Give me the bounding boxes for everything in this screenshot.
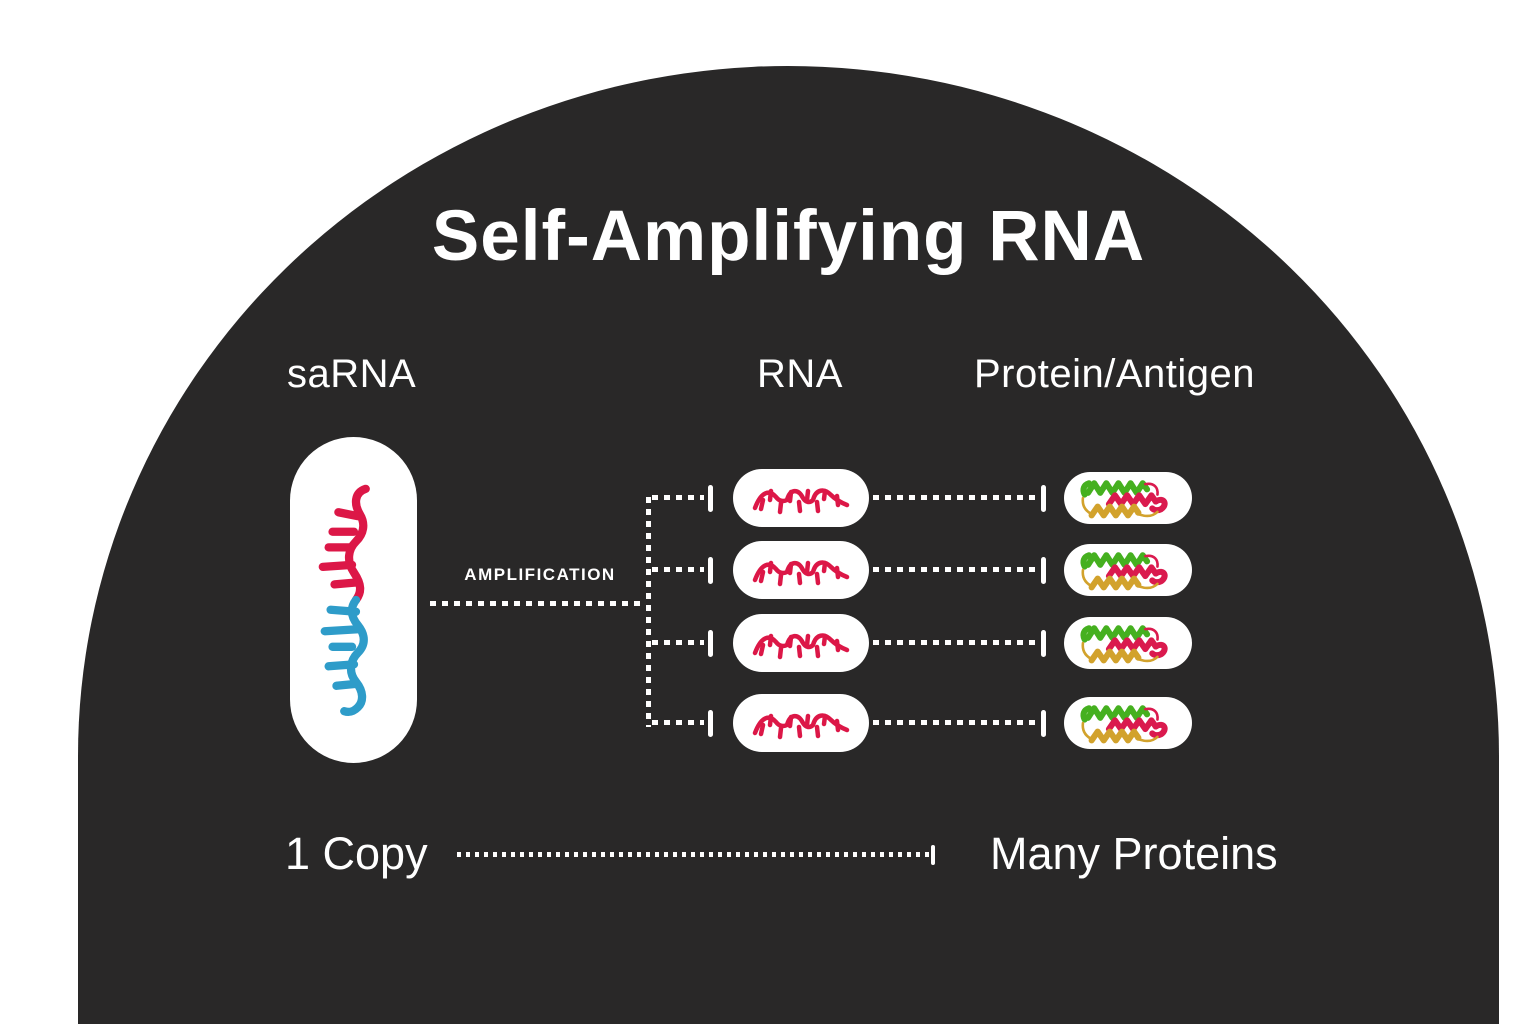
- protein-helix-icon: [1076, 475, 1180, 521]
- column-label-protein: Protein/Antigen: [974, 352, 1256, 396]
- sarna-capsule: [290, 437, 417, 763]
- blunt-end-connector-icon: [1041, 710, 1046, 737]
- amplified-rna-row: [652, 469, 1197, 527]
- amplified-rna-row: [652, 541, 1197, 599]
- blunt-end-connector-icon: [708, 557, 713, 584]
- rna-capsule: [733, 694, 869, 752]
- rna-capsule: [733, 614, 869, 672]
- amplified-rna-row: [652, 614, 1197, 672]
- translation-dotted-line: [873, 640, 1037, 645]
- protein-capsule: [1064, 617, 1192, 669]
- column-label-rna: RNA: [757, 352, 843, 396]
- branch-dotted-line: [652, 495, 704, 500]
- blunt-end-connector-icon: [708, 485, 713, 512]
- branch-dotted-line: [652, 720, 704, 725]
- footer-one-copy-label: 1 Copy: [285, 828, 428, 879]
- translation-dotted-line: [873, 720, 1037, 725]
- translation-dotted-line: [873, 567, 1037, 572]
- sarna-strand-icon: [315, 481, 393, 719]
- mrna-strand-icon: [751, 478, 851, 518]
- branch-trunk-line: [646, 497, 651, 727]
- mrna-strand-icon: [751, 550, 851, 590]
- translation-dotted-line: [873, 495, 1037, 500]
- page-title: Self-Amplifying RNA: [431, 197, 1146, 276]
- blunt-end-connector-icon: [708, 630, 713, 657]
- protein-helix-icon: [1076, 700, 1180, 746]
- blunt-end-connector-icon: [1041, 630, 1046, 657]
- amplification-dotted-line: [430, 601, 646, 606]
- blunt-end-connector-icon: [1041, 557, 1046, 584]
- amplified-rna-row: [652, 694, 1197, 752]
- blunt-end-connector-icon: [708, 710, 713, 737]
- rna-capsule: [733, 541, 869, 599]
- blunt-end-connector-icon: [1041, 485, 1046, 512]
- protein-helix-icon: [1076, 620, 1180, 666]
- protein-capsule: [1064, 472, 1192, 524]
- protein-capsule: [1064, 697, 1192, 749]
- column-label-sarna: saRNA: [287, 352, 417, 396]
- footer-dotted-line: [457, 852, 929, 857]
- branch-dotted-line: [652, 567, 704, 572]
- mrna-strand-icon: [751, 623, 851, 663]
- footer-many-proteins-label: Many Proteins: [990, 828, 1278, 879]
- amplification-label: AMPLIFICATION: [464, 565, 616, 584]
- mrna-strand-icon: [751, 703, 851, 743]
- rna-capsule: [733, 469, 869, 527]
- protein-capsule: [1064, 544, 1192, 596]
- branch-dotted-line: [652, 640, 704, 645]
- blunt-end-connector-icon: [931, 845, 935, 865]
- protein-helix-icon: [1076, 547, 1180, 593]
